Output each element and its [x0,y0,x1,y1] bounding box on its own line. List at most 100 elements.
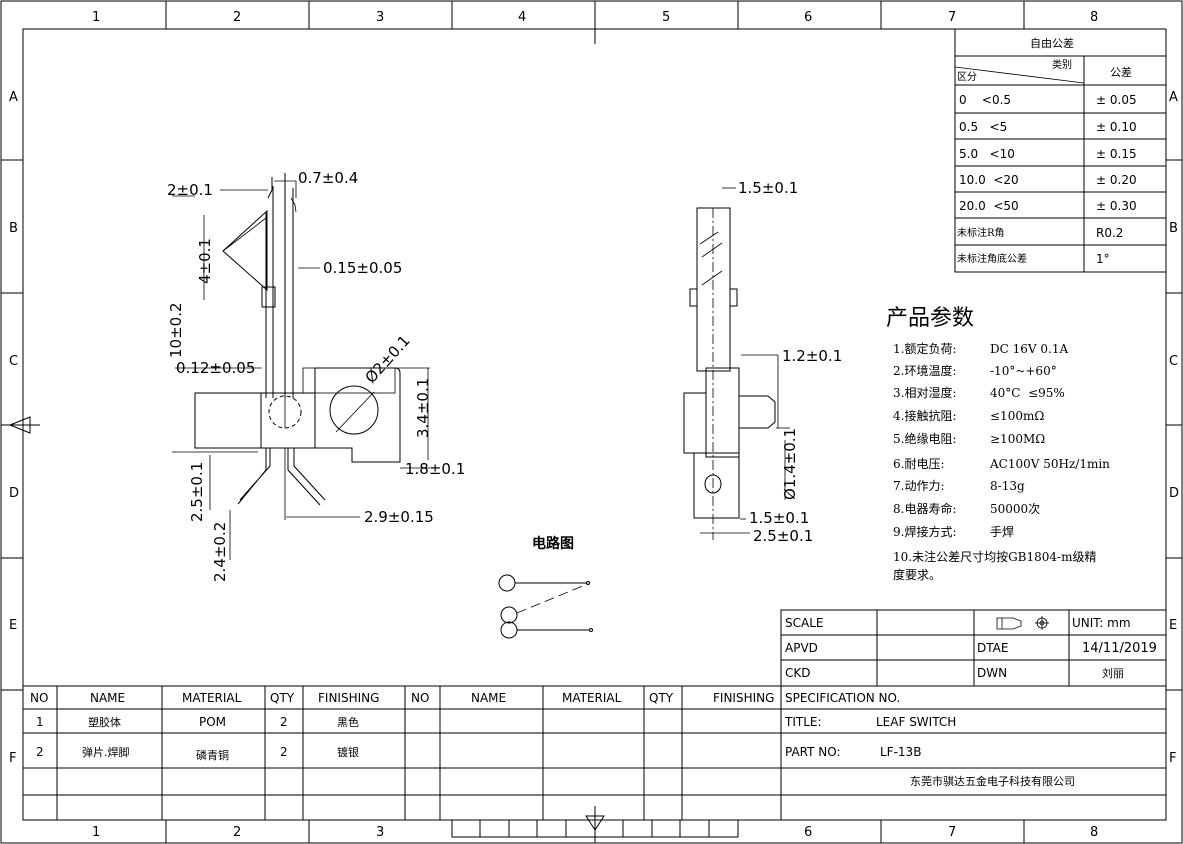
param-label: 8.电器寿命: [893,501,957,516]
row-letter: D [1169,486,1179,501]
tolerance-value: ± 0.05 [1096,93,1137,107]
dim-label: 2.5±0.1 [753,527,813,545]
bom-header: QTY [649,691,674,705]
col-number: 2 [233,10,241,25]
tolerance-range: 0 <0.5 [959,93,1011,107]
bom-cell: 2 [280,745,288,759]
dwn-name: 刘丽 [1102,667,1124,680]
dim-label: 0.15±0.05 [323,259,402,277]
col-number: 1 [92,10,100,25]
unit-label: UNIT: mm [1072,616,1131,630]
dim-label: Ø1.4±0.1 [781,428,799,500]
row-letter: A [1169,90,1178,105]
col-number: 4 [518,10,526,25]
param-value: DC 16V 0.1A [990,342,1068,356]
param-value: ≤100mΩ [990,409,1044,423]
param-value: AC100V 50Hz/1min [989,457,1110,471]
col-number: 8 [1090,825,1098,840]
param-value: 8-13g [990,479,1025,493]
col-number: 3 [376,10,384,25]
row-letter: C [9,354,18,369]
tolerance-value: ± 0.30 [1096,199,1137,213]
row-ticks [1,159,1182,691]
params-title: 产品参数 [886,306,974,331]
param-value: -10°~+60° [990,364,1057,378]
dim-label: 1.5±0.1 [749,509,809,527]
row-letter: B [1169,221,1178,236]
column-ticks-bottom [165,820,1025,843]
param-value: 手焊 [990,524,1014,539]
bom-cell: 塑胶体 [88,715,121,729]
bom-cell: 镀银 [337,745,359,759]
product-params: 产品参数 1.额定负荷: DC 16V 0.1A 2.环境温度: -10°~+6… [886,306,1110,582]
spec-block: SPECIFICATION NO. TITLE: LEAF SWITCH PAR… [784,691,1075,788]
tolerance-r-label: 未标注R角 [957,226,1005,239]
col-number: 6 [804,10,812,25]
dim-label: 2±0.1 [167,181,213,199]
front-view: 0.7±0.4 2±0.1 4±0.1 0.15±0.05 10±0.2 0.1… [167,169,465,582]
bom-cell: POM [199,715,226,729]
param-label: 1.额定负荷: [893,341,957,356]
tolerance-header-range: 区分 [957,71,977,83]
projection-icon [996,616,1049,630]
tolerance-header-tol: 公差 [1110,65,1132,79]
bom-header: QTY [270,691,295,705]
dim-label: 2.4±0.2 [211,522,229,582]
dim-label: 0.12±0.05 [176,359,255,377]
tolerance-value: ± 0.15 [1096,147,1137,161]
bom-header: NO [30,691,48,705]
tolerance-title: 自由公差 [1030,36,1074,50]
bom-cell: 磷青铜 [196,748,229,762]
row-letters: A B C D E F A B C D E F [9,90,1179,766]
tolerance-value: ± 0.20 [1096,173,1137,187]
bom-header: NAME [471,691,506,705]
bom-header: FINISHING [318,691,379,705]
scale-bar-bottom [451,806,739,843]
row-letter: F [1169,751,1176,766]
col-number: 3 [376,825,384,840]
bom-cell: 2 [36,745,44,759]
bom-header: NO [411,691,429,705]
column-ticks-top [165,1,1025,44]
tolerance-range: 10.0 <20 [959,173,1019,187]
dim-label: 3.4±0.1 [414,378,432,438]
date-value: 14/11/2019 [1082,641,1157,656]
row-letter: C [1169,354,1178,369]
dim-label: 0.7±0.4 [298,169,358,187]
bom-cell: 弹片.焊脚 [82,745,130,759]
param-label: 3.相对湿度: [893,385,957,400]
param-label: 7.动作力: [893,479,945,493]
param-value: ≥100MΩ [990,432,1045,446]
tolerance-range: 0.5 <5 [959,120,1007,134]
row-letter: F [9,751,16,766]
col-number: 5 [662,10,670,25]
title-label: TITLE: [784,715,822,729]
dim-label: Ø2±0.1 [362,332,414,387]
param-label: 2.环境温度: [893,363,957,378]
tolerance-range: 5.0 <10 [959,147,1015,161]
bom-header: FINISHING [713,691,774,705]
part-value: LF-13B [880,745,921,759]
param-value: 40°C ≤95% [990,386,1065,400]
row-letter: D [9,486,19,501]
dim-label: 4±0.1 [196,238,214,284]
dtae-label: DTAE [977,641,1008,655]
param-label: 5.绝缘电阻: [893,431,957,446]
col-number: 7 [948,10,956,25]
title-value: LEAF SWITCH [876,715,956,729]
side-view: 1.5±0.1 1.2±0.1 Ø1.4±0.1 1.5±0.1 2.5±0.1 [683,179,842,545]
company-name: 东莞市骐达五金电子科技有限公司 [910,774,1075,788]
scale-label: SCALE [785,616,823,630]
row-letter: E [1169,618,1177,633]
tolerance-r-value: R0.2 [1096,226,1123,240]
title-block-upper: SCALE UNIT: mm APVD DTAE 14/11/2019 CKD … [780,609,1167,687]
param-label: 4.接触抗阻: [893,408,957,423]
tolerance-table: 自由公差 类别 区分 公差 0 <0.5 ± 0.05 0.5 <5 ± 0.1… [954,28,1167,273]
dwn-label: DWN [977,666,1007,680]
param-label: 9.焊接方式: [893,524,957,539]
bom-header: MATERIAL [182,691,242,705]
param-note: 10.未注公差尺寸均按GB1804-m级精 [893,549,1096,564]
row-letter: B [9,221,18,236]
dim-label: 1.2±0.1 [782,347,842,365]
